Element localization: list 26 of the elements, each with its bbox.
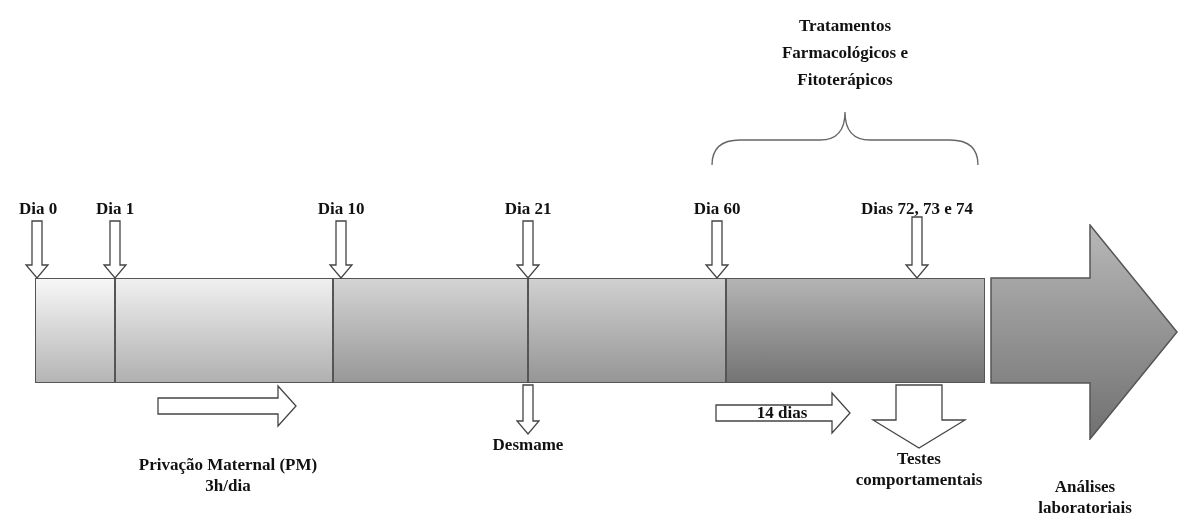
block-arrow <box>704 220 730 279</box>
label: Dia 60 <box>682 198 752 220</box>
block-arrow <box>328 220 354 279</box>
timeline-segment <box>528 278 726 383</box>
label: Privação Maternal (PM) 3h/dia <box>138 454 318 497</box>
label: 14 dias <box>755 402 809 424</box>
block-arrow <box>24 220 50 279</box>
block-arrow <box>870 384 968 449</box>
block-arrow <box>515 220 541 279</box>
label: Dias 72, 73 e 74 <box>837 198 997 220</box>
label: Dia 21 <box>493 198 563 220</box>
timeline-segment <box>115 278 333 383</box>
block-arrow <box>102 220 128 279</box>
block-arrow <box>904 216 930 279</box>
label: Dia 10 <box>306 198 376 220</box>
timeline-segment <box>333 278 528 383</box>
label: Desmame <box>478 434 578 456</box>
label: Tratamentos Farmacológicos e Fitoterápicos <box>780 15 909 92</box>
timeline-segment <box>726 278 985 383</box>
timeline-arrow <box>990 224 1178 440</box>
label: Análises laboratoriais <box>1037 476 1133 518</box>
timeline-segment <box>35 278 115 383</box>
label: Dia 0 <box>3 198 73 220</box>
label: Dia 1 <box>80 198 150 220</box>
block-arrow <box>515 384 541 435</box>
label: Testes comportamentais <box>849 448 989 491</box>
